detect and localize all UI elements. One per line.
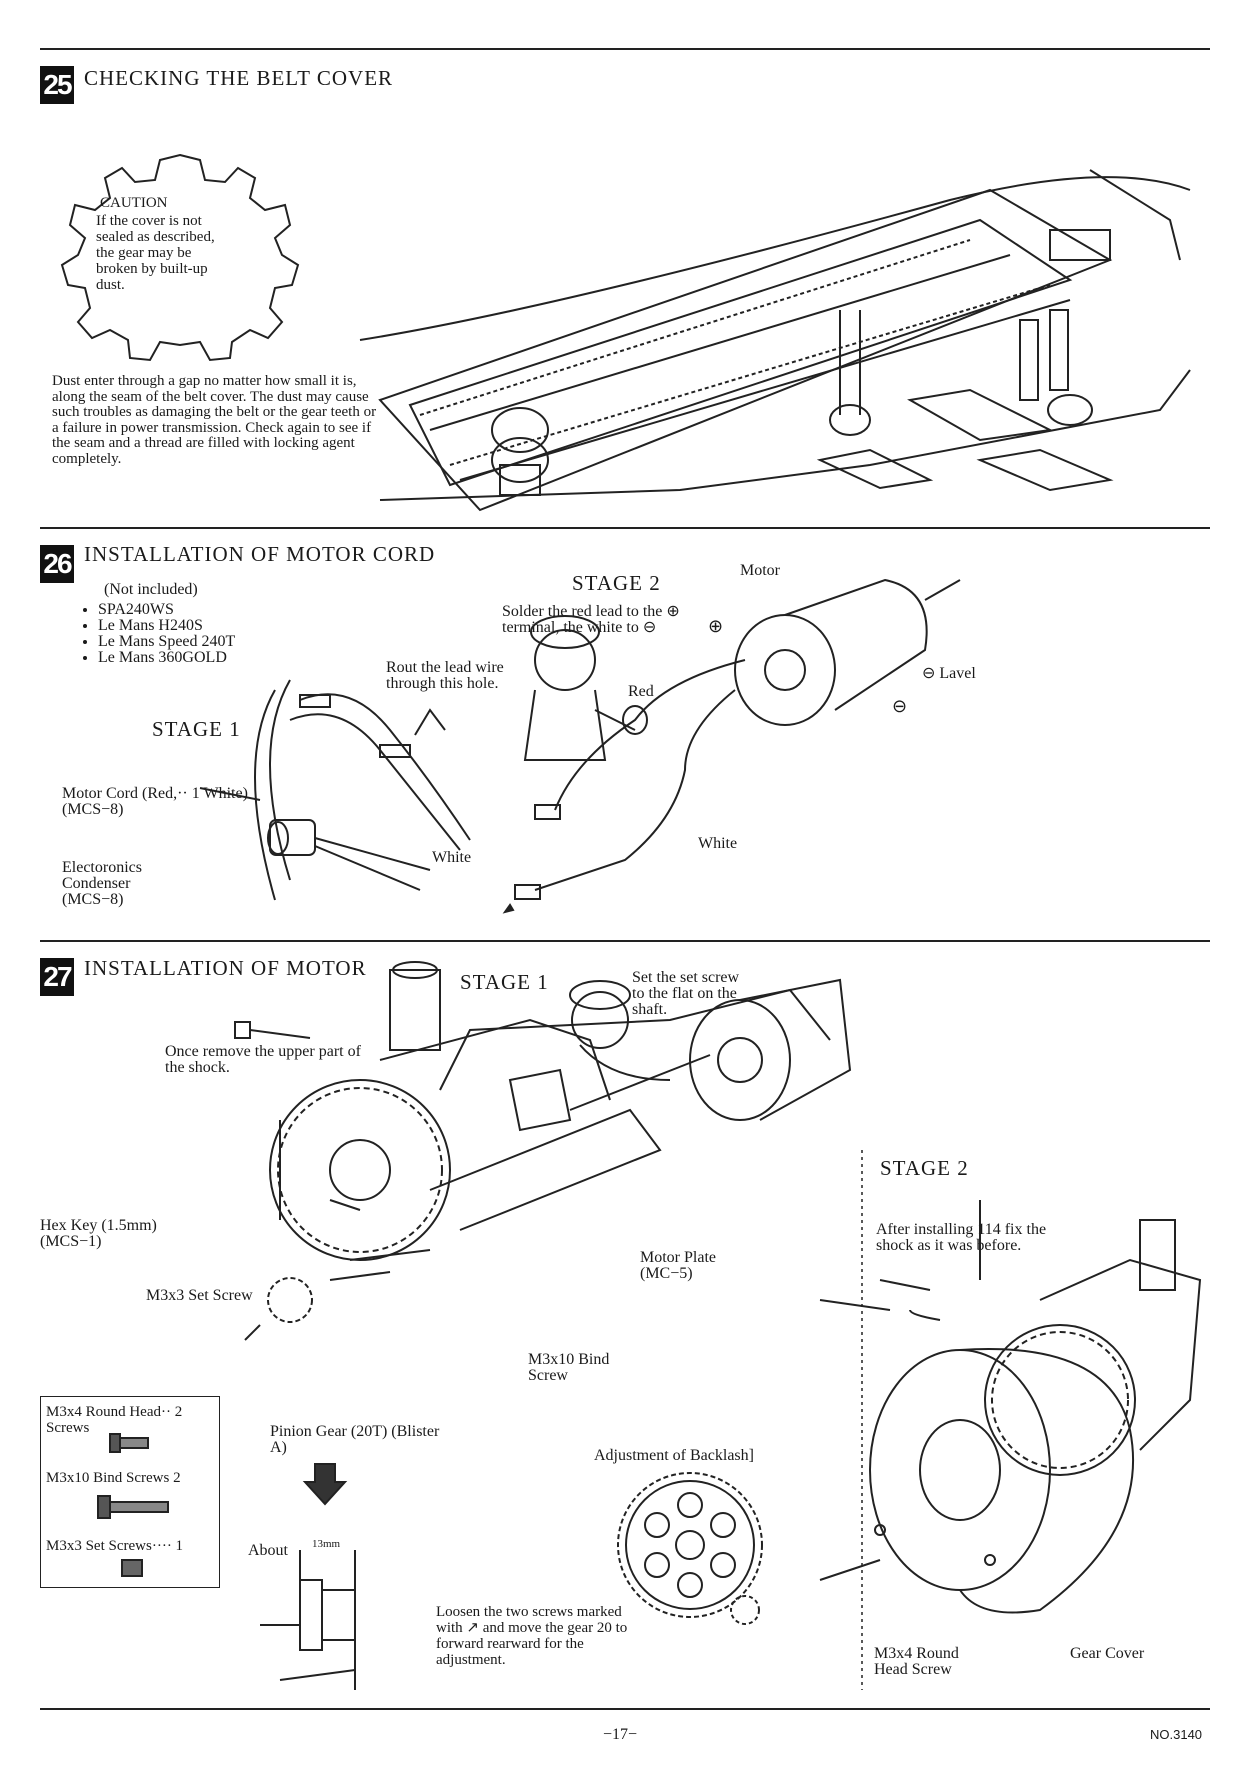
after-install-note: After installing 114 fix the shock as it… <box>876 1221 1047 1254</box>
motor-label: Motor <box>740 562 780 579</box>
section-27-stage-1: STAGE 1 <box>460 970 549 994</box>
section-26-rule <box>40 527 1210 529</box>
motor-list-item: Le Mans 360GOLD <box>98 650 235 666</box>
about-label: About <box>248 1542 288 1559</box>
section-27-title: INSTALLATION OF MOTOR <box>84 956 367 980</box>
hex-key-label: Hex Key (1.5mm) (MCS−1) <box>40 1217 157 1250</box>
motor-list-item: Le Mans H240S <box>98 618 235 634</box>
section-27-stage-2: STAGE 2 <box>880 1156 969 1180</box>
caution-heading: CAUTION <box>100 195 168 211</box>
m3x10-bind-screw-label: M3x10 Bind Screw <box>528 1351 610 1384</box>
m3x4-screw-icon <box>109 1433 149 1453</box>
motor-list-item: SPA240WS <box>98 602 235 618</box>
backlash-gear-illustration <box>617 1472 763 1625</box>
backlash-text: Loosen the two screws marked with ↗ and … <box>436 1604 628 1668</box>
section-26-stage-1: STAGE 1 <box>152 717 241 741</box>
stage-2-motor-illustration <box>502 578 961 914</box>
backlash-title: Adjustment of Backlash] <box>594 1447 754 1464</box>
not-included-label: (Not included) <box>104 581 198 598</box>
section-27-rule <box>40 940 1210 942</box>
section-26-title: INSTALLATION OF MOTOR CORD <box>84 542 436 566</box>
down-arrow-icon <box>302 1463 348 1506</box>
section-26-number: 26 <box>40 545 74 583</box>
section-25-title: CHECKING THE BELT COVER <box>84 66 394 90</box>
white-label-2: White <box>698 835 738 852</box>
stage-2-gear-cover-illustration <box>819 1200 1202 1614</box>
condenser-label: Electoronics Condenser (MCS−8) <box>62 859 142 908</box>
stage-1-cord-illustration <box>199 679 471 901</box>
stage-1-motor-illustration <box>234 961 852 1341</box>
motor-list-item: Le Mans Speed 240T <box>98 634 235 650</box>
top-rule <box>40 48 1210 50</box>
plus-terminal-label: ⊕ <box>708 616 724 636</box>
motor-plate-label: Motor Plate (MC−5) <box>640 1249 716 1282</box>
parts-box-item-1: M3x4 Round Head·· 2 Screws <box>46 1404 183 1436</box>
remove-shock-note: Once remove the upper part of the shock. <box>165 1043 361 1076</box>
white-label-1: White <box>432 849 472 866</box>
caution-text: If the cover is not sealed as described,… <box>96 213 215 293</box>
section-27-number: 27 <box>40 958 74 996</box>
motor-cord-label: Motor Cord (Red,·· 1 White) (MCS−8) <box>62 785 248 818</box>
about-dim-label: 13mm <box>312 1538 341 1550</box>
page-number: −17− <box>603 1726 638 1743</box>
doc-number: NO.3140 <box>1150 1727 1203 1742</box>
section-26-stage-2: STAGE 2 <box>572 571 661 595</box>
belt-cover-illustration <box>359 169 1191 512</box>
m3x10-screw-icon <box>97 1495 169 1519</box>
parts-box-item-3: M3x3 Set Screws···· 1 <box>46 1538 184 1554</box>
pinion-gear-label: Pinion Gear (20T) (Blister A) <box>270 1423 440 1456</box>
m3x3-set-screw-icon <box>121 1559 143 1577</box>
gear-cover-label: Gear Cover <box>1070 1645 1145 1662</box>
m3x4-round-head-label: M3x4 Round Head Screw <box>874 1645 959 1678</box>
caution-gear-illustration <box>60 153 300 362</box>
parts-box <box>40 1396 220 1588</box>
set-screw-note: Set the set screw to the flat on the sha… <box>632 969 740 1018</box>
footer-rule <box>40 1708 1210 1710</box>
pinion-position-diagram <box>260 1550 356 1690</box>
section-25-number: 25 <box>40 66 74 104</box>
solder-note: Solder the red lead to the ⊕ terminal, t… <box>502 603 680 636</box>
minus-terminal-label: ⊖ <box>892 696 908 716</box>
dust-body-text: Dust enter through a gap no matter how s… <box>52 373 377 467</box>
m3x3-set-screw-label: M3x3 Set Screw <box>146 1287 253 1304</box>
red-label: Red <box>628 683 654 700</box>
rout-note: Rout the lead wire through this hole. <box>386 659 504 692</box>
lavel-label: ⊖ Lavel <box>922 665 976 682</box>
stage-divider <box>861 1150 863 1690</box>
motor-list: SPA240WS Le Mans H240S Le Mans Speed 240… <box>80 602 235 666</box>
parts-box-item-2: M3x10 Bind Screws 2 <box>46 1470 181 1486</box>
